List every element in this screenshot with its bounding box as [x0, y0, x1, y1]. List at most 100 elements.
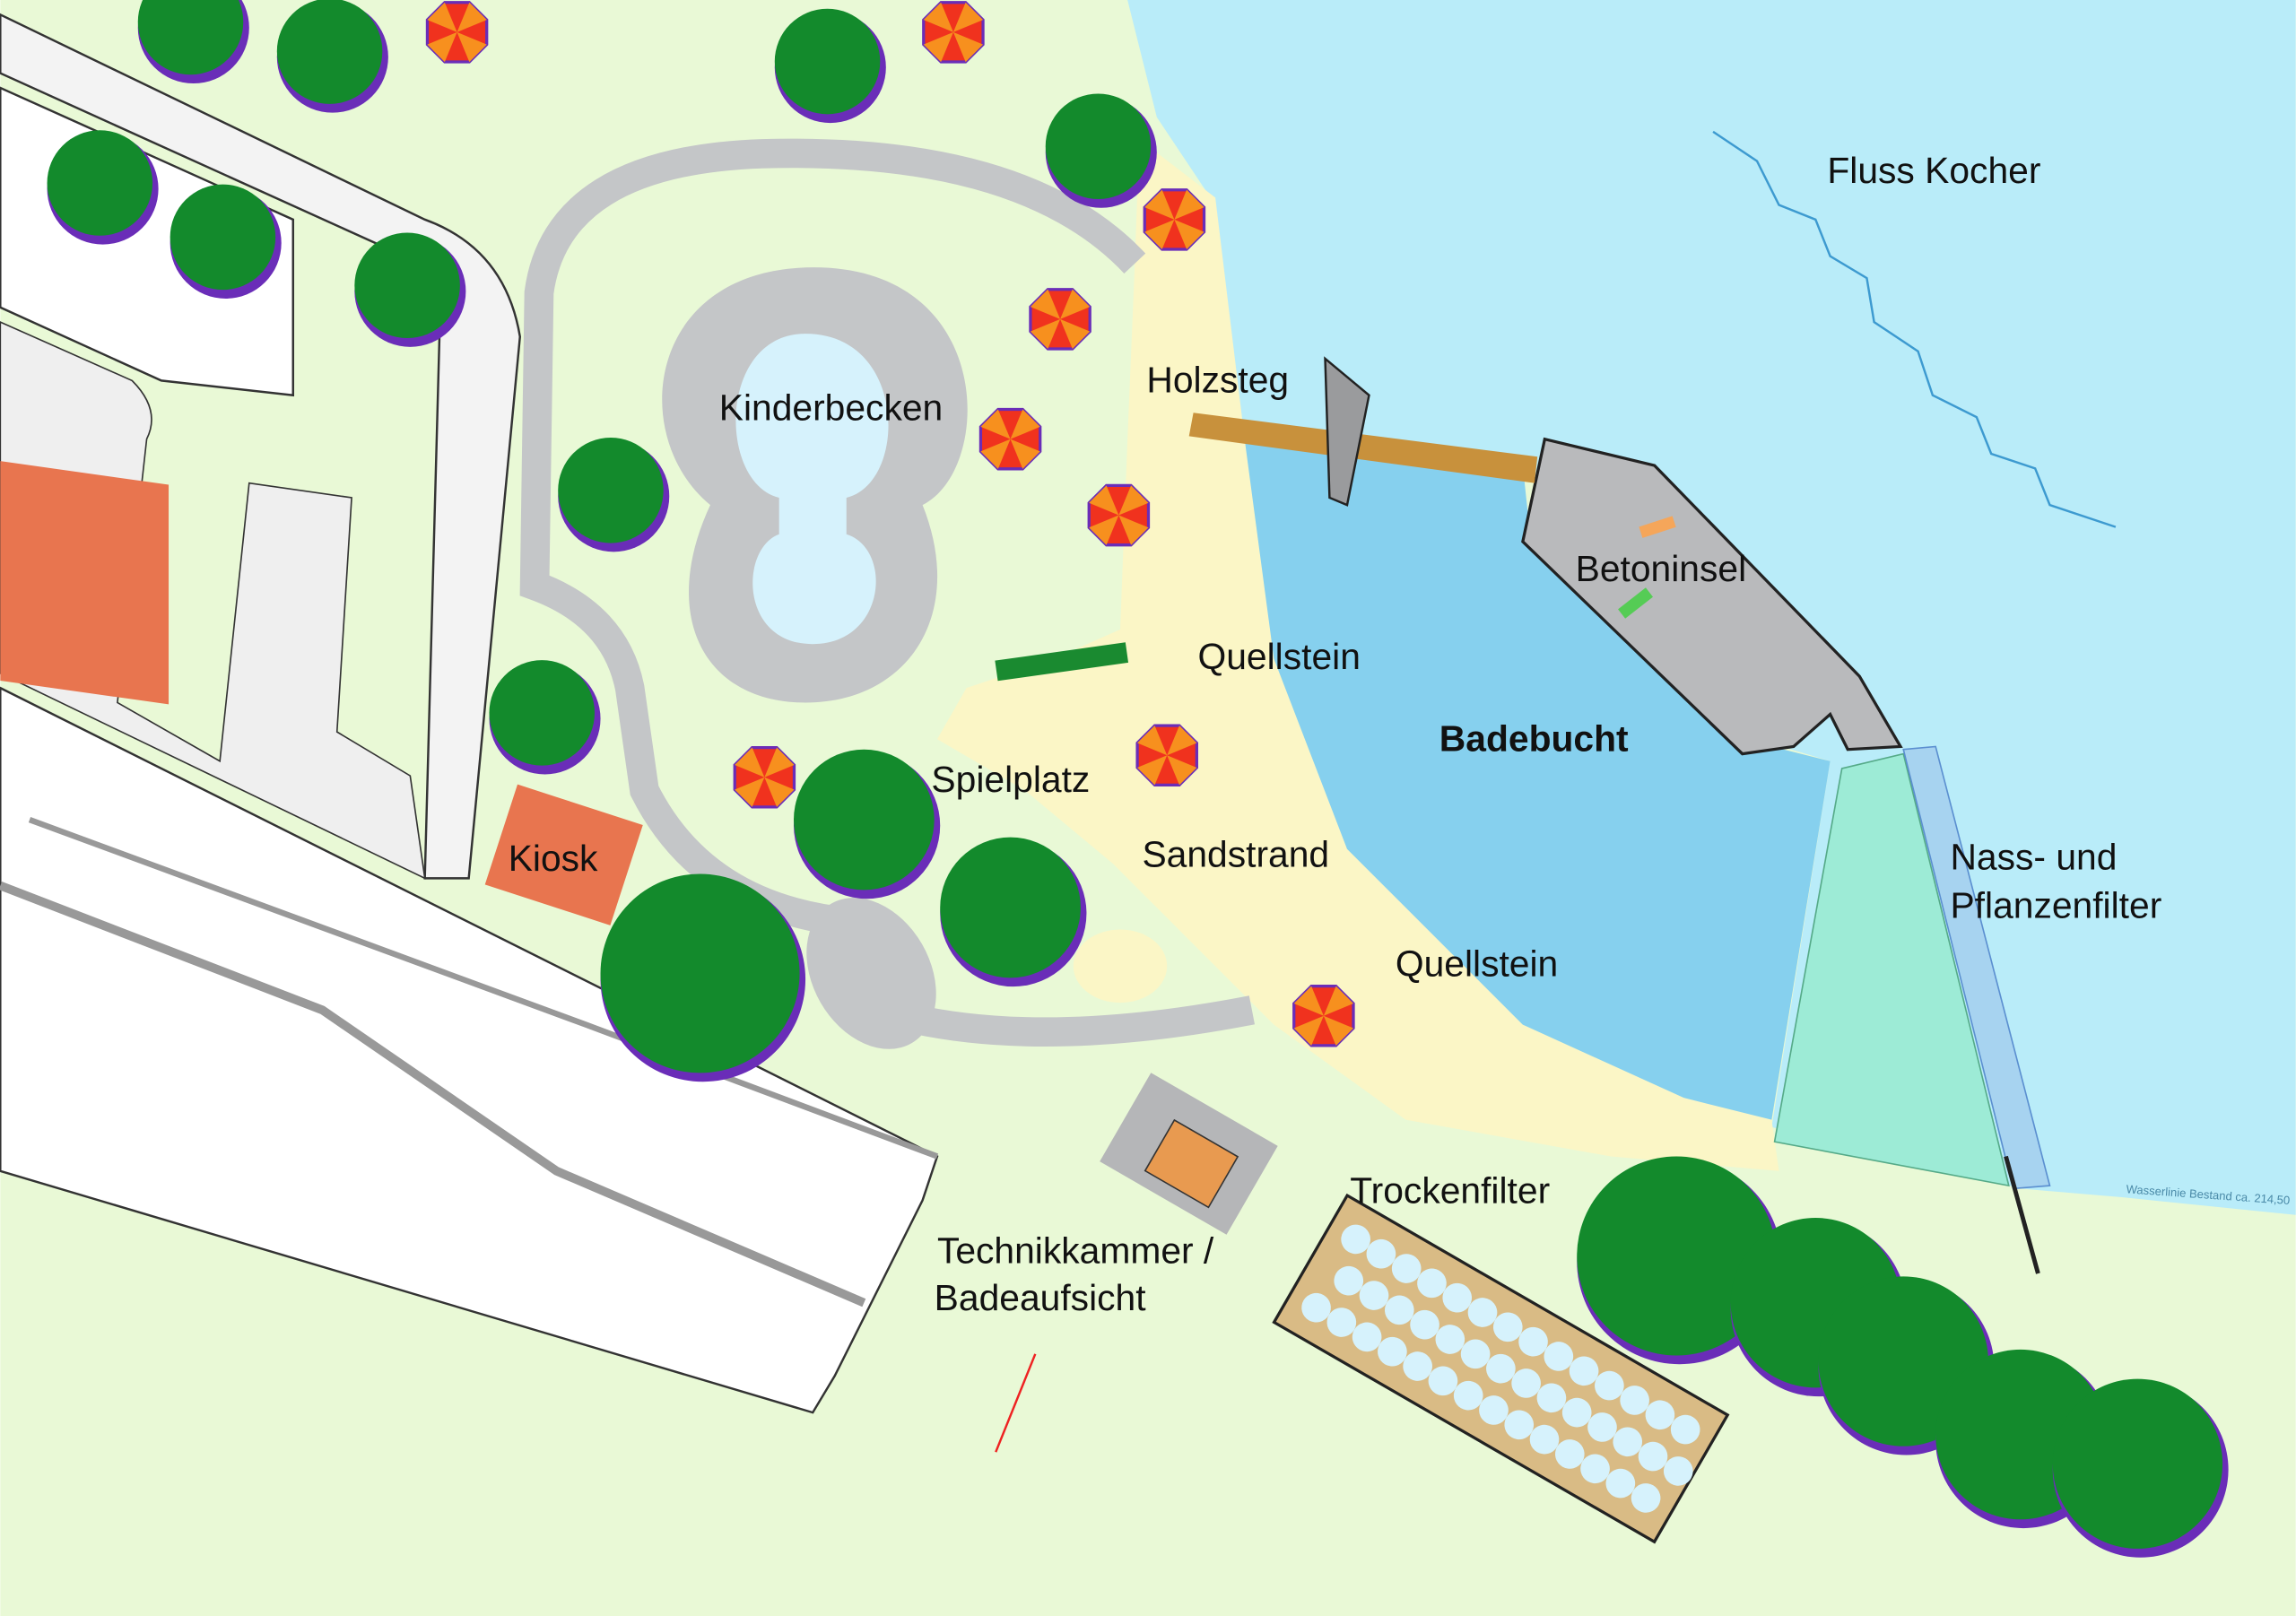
umbrella-icon	[1292, 985, 1355, 1047]
label-bay: Badebucht	[1439, 717, 1629, 759]
filter-plant	[1410, 1309, 1439, 1340]
label-kiosk: Kiosk	[509, 838, 598, 879]
tree-crown	[489, 660, 596, 766]
filter-plant	[1453, 1380, 1483, 1411]
island-bench-orange	[1639, 516, 1676, 538]
filter-plant	[1378, 1336, 1407, 1367]
tree-crown	[170, 184, 276, 291]
badebucht-water	[1244, 439, 1831, 1120]
label-dry-filter: Trockenfilter	[1350, 1170, 1550, 1212]
filter-plant	[1613, 1427, 1643, 1457]
play-wall	[995, 642, 1129, 682]
filter-plant	[1670, 1414, 1700, 1445]
filter-plant	[1366, 1238, 1396, 1269]
tree-crown	[558, 438, 664, 543]
tree-crown	[1045, 93, 1152, 199]
path-loop	[519, 138, 1255, 1047]
sand-beach-area	[936, 139, 1779, 1171]
label-tech-room-2: Badeaufsicht	[935, 1277, 1147, 1318]
umbrella-icon	[1087, 483, 1151, 547]
filter-plant	[1435, 1325, 1465, 1354]
filter-wall	[2004, 1155, 2040, 1274]
wooden-jetty	[1188, 413, 1538, 483]
umbrella-icon	[425, 1, 489, 64]
label-wet-filter-1: Nass- und	[1950, 837, 2117, 878]
filter-plant	[1486, 1353, 1516, 1384]
filter-plant	[1492, 1312, 1523, 1342]
filter-plant	[1417, 1268, 1447, 1299]
label-tech-room-1: Technikkammer /	[937, 1230, 1214, 1272]
tree-crown	[2052, 1378, 2223, 1549]
filter-plant	[1479, 1395, 1509, 1425]
filter-plant	[1569, 1356, 1599, 1386]
filter-plant	[1326, 1308, 1357, 1337]
filter-plant	[1428, 1366, 1458, 1396]
filter-plant	[1352, 1322, 1382, 1352]
tree-crown	[774, 8, 881, 115]
label-playground: Spielplatz	[931, 759, 1090, 800]
red-marker	[995, 1353, 1037, 1453]
building-orange	[0, 461, 170, 705]
dry-filter	[1272, 1193, 1730, 1544]
filter-plant	[1663, 1456, 1693, 1486]
filter-plant	[1391, 1254, 1422, 1283]
tree-crown	[1577, 1156, 1777, 1356]
play-sand	[1073, 929, 1168, 1003]
tree-crown	[276, 0, 383, 104]
filter-plant	[1645, 1400, 1675, 1430]
label-sand-beach: Sandstrand	[1142, 833, 1329, 874]
filter-plant	[1301, 1292, 1331, 1323]
umbrella-icon	[733, 745, 796, 809]
filter-plant	[1403, 1351, 1432, 1381]
filter-plant	[1442, 1282, 1473, 1313]
filter-plant	[1529, 1424, 1560, 1455]
tech-room	[1100, 1073, 1278, 1235]
umbrella-icon	[1143, 188, 1206, 251]
tree-crown	[793, 749, 935, 891]
filter-plant	[1536, 1383, 1567, 1413]
tree-crown	[600, 873, 800, 1073]
filter-plant	[1359, 1281, 1389, 1310]
filter-plant	[1334, 1265, 1364, 1296]
plaza-round	[806, 898, 936, 1049]
umbrella-icon	[1029, 288, 1091, 351]
label-kids-pool: Kinderbecken	[719, 387, 943, 428]
umbrella-icon	[1135, 724, 1198, 787]
filter-plant	[1554, 1439, 1585, 1469]
plant-filter	[1773, 752, 2010, 1187]
tree-crown	[940, 837, 1081, 978]
kiosk-building	[484, 784, 643, 925]
concrete-island	[1521, 437, 1903, 756]
label-jetty: Holzsteg	[1146, 359, 1289, 400]
umbrella-icon	[922, 1, 985, 64]
tree-crown	[47, 130, 153, 236]
filter-plant	[1384, 1295, 1414, 1325]
filter-plant	[1544, 1342, 1574, 1371]
filter-plant	[1638, 1441, 1668, 1472]
label-concrete-island: Betoninsel	[1576, 548, 1747, 589]
tree-crown	[137, 0, 244, 75]
filter-plant	[1460, 1339, 1491, 1369]
filter-plant	[1561, 1397, 1592, 1428]
filter-plant	[1605, 1468, 1636, 1499]
island-bench-green	[1618, 587, 1653, 619]
label-river: Fluss Kocher	[1827, 150, 2040, 191]
lower-wall-2	[28, 816, 939, 1160]
plaza	[0, 321, 426, 880]
filter-plant	[1504, 1410, 1535, 1440]
tree-crown	[354, 232, 460, 339]
filter-plant	[1595, 1370, 1624, 1401]
kids-pool-water	[735, 334, 889, 645]
filter-plant	[1587, 1412, 1617, 1442]
filter-plant	[1580, 1454, 1610, 1484]
filter-plant	[1467, 1298, 1498, 1327]
filter-plant	[1620, 1386, 1649, 1415]
filter-plant	[1631, 1483, 1661, 1513]
label-spring-stone-2: Quellstein	[1396, 943, 1558, 985]
filter-plant	[1511, 1368, 1541, 1398]
jetty-platform	[1324, 356, 1370, 507]
label-spring-stone-1: Quellstein	[1197, 636, 1360, 677]
river-flow-line	[1712, 130, 2117, 528]
lower-wall	[0, 881, 866, 1308]
